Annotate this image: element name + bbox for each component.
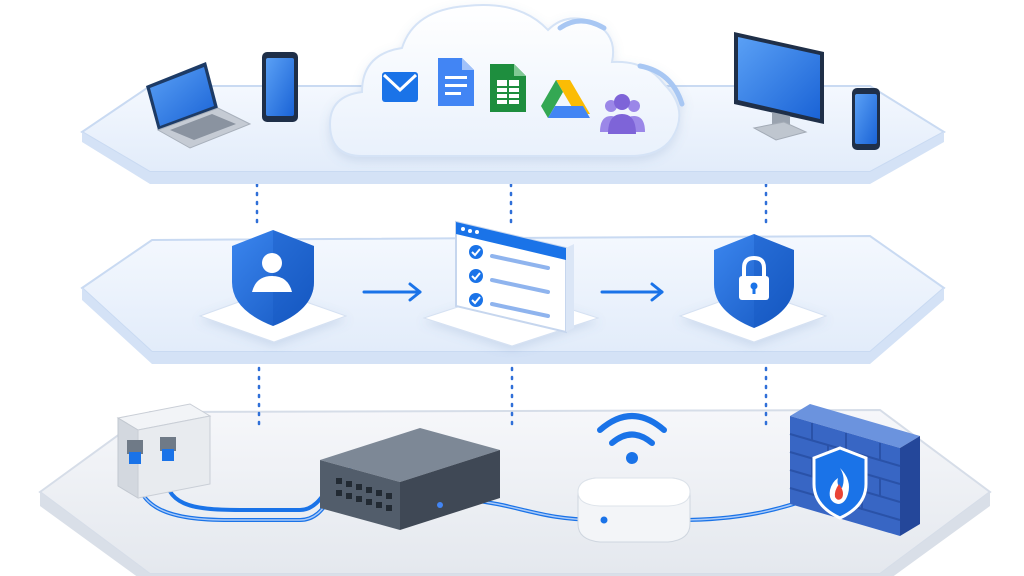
check-item-icon	[469, 245, 550, 270]
sheets-icon	[490, 64, 526, 112]
user-shield-icon	[232, 230, 314, 326]
dotted-connectors	[255, 182, 768, 428]
docs-icon	[438, 58, 474, 106]
wifi-signal-icon	[597, 413, 667, 446]
cloud-apps-layer	[80, 4, 946, 184]
checklist-window-icon	[455, 220, 574, 334]
laptop-icon	[146, 62, 252, 149]
check-item-icon	[469, 269, 550, 294]
check-item-icon	[469, 293, 550, 318]
arrow-right-icon	[600, 282, 664, 302]
arrow-right-icon	[362, 282, 422, 302]
wifi-router-icon	[577, 413, 691, 543]
monitor-icon	[734, 32, 824, 141]
tablet-icon	[262, 52, 298, 122]
network-layer	[38, 403, 992, 576]
firewall-icon	[789, 404, 920, 536]
security-layer	[80, 220, 946, 364]
network-switch-icon	[320, 428, 500, 530]
groups-icon	[600, 94, 645, 134]
wall-port-icon	[116, 403, 212, 499]
drive-icon	[541, 80, 590, 118]
lock-shield-icon	[714, 234, 794, 328]
smartphone-icon	[852, 88, 880, 150]
mail-icon	[382, 72, 418, 102]
fire-shield-icon	[812, 446, 868, 520]
